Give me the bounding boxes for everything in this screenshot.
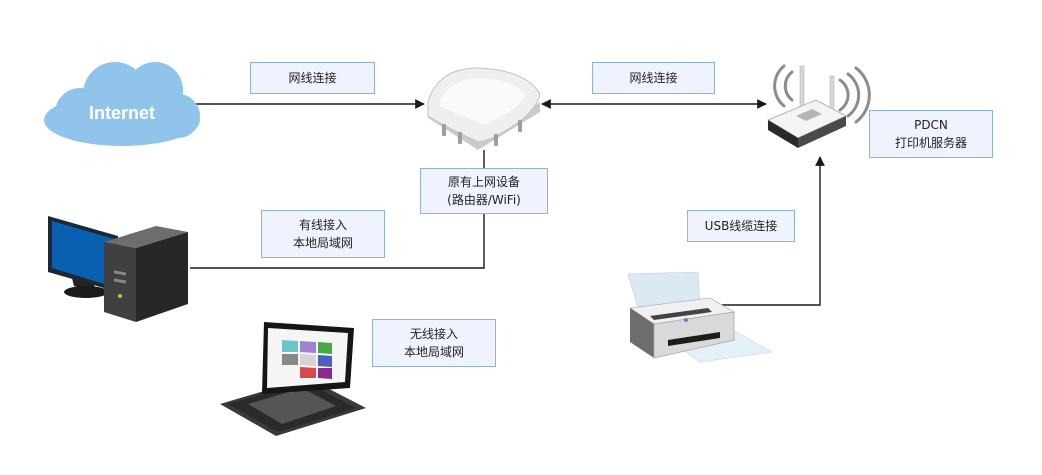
- printer-icon: [627, 271, 773, 363]
- wifi-router-icon: [766, 64, 871, 148]
- label-wireless-access: 无线接入 本地局域网: [372, 319, 496, 367]
- label-ap-pdcn-link: 网线连接: [592, 62, 715, 94]
- label-wireless-access-line1: 无线接入: [409, 327, 458, 341]
- label-ap-device: 原有上网设备 (路由器/WiFi): [420, 168, 548, 214]
- cloud-shape: [44, 62, 200, 146]
- label-pdcn: PDCN 打印机服务器: [869, 110, 993, 158]
- access-point-icon: [427, 67, 541, 150]
- desktop-computer-icon: [48, 216, 188, 322]
- label-ap-pdcn-link-text: 网线连接: [629, 71, 678, 85]
- label-usb-link-text: USB线缆连接: [704, 219, 778, 233]
- label-wired-access: 有线接入 本地局域网: [261, 210, 385, 258]
- laptop-icon: [220, 322, 366, 436]
- cloud-label: Internet: [89, 103, 155, 123]
- wire-printer-to-pdcn: [694, 156, 825, 310]
- label-ap-device-line1: 原有上网设备: [447, 175, 520, 189]
- label-wireless-access-line2: 本地局域网: [403, 345, 464, 359]
- label-pdcn-line2: 打印机服务器: [894, 136, 967, 150]
- label-internet-ap-link-text: 网线连接: [288, 71, 337, 85]
- label-wired-access-line2: 本地局域网: [292, 236, 353, 250]
- label-usb-link: USB线缆连接: [687, 210, 795, 242]
- label-internet-ap-link: 网线连接: [250, 62, 375, 94]
- laptop-screen-tiles: [282, 340, 332, 379]
- label-pdcn-line1: PDCN: [914, 118, 948, 132]
- cloud-icon: Internet: [44, 62, 200, 146]
- label-wired-access-line1: 有线接入: [298, 218, 347, 232]
- label-ap-device-line2: (路由器/WiFi): [447, 193, 521, 207]
